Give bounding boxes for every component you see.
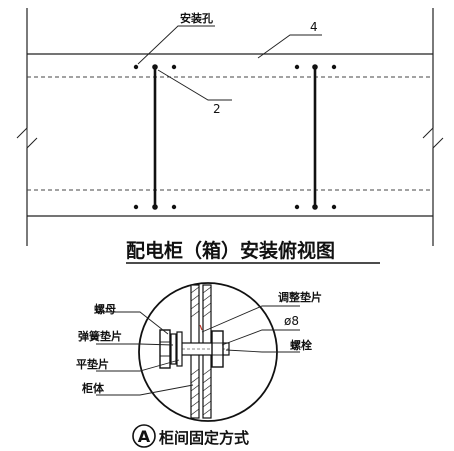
top-view-title: 配电柜（箱）安装俯视图 <box>126 239 335 262</box>
circle-a-marker <box>132 424 156 448</box>
detail-title: 柜间固定方式 <box>158 429 249 447</box>
mount-hole <box>133 64 139 70</box>
label-part-2: 2 <box>213 102 221 116</box>
label-nut: 螺母 <box>94 302 116 316</box>
left-break-symbol <box>16 126 38 150</box>
leader-nut <box>98 311 169 335</box>
shim-mark <box>199 324 203 331</box>
label-flat-washer: 平垫片 <box>76 357 109 371</box>
leader-flat-washer <box>96 359 180 372</box>
mount-hole <box>331 204 337 210</box>
detail-view: 螺母 弹簧垫片 平垫片 柜体 调整垫片 ø8 螺栓 A 柜间固定方式 <box>76 282 322 448</box>
label-spring-washer: 弹簧垫片 <box>78 329 122 343</box>
spring-washer <box>170 333 177 365</box>
label-cabinet: 柜体 <box>81 381 105 395</box>
label-adjust-shim: 调整垫片 <box>278 290 322 304</box>
wall-hatching <box>190 286 212 416</box>
circle-a-letter: A <box>138 427 151 446</box>
label-part-4: 4 <box>310 20 318 34</box>
nut <box>159 329 171 369</box>
flat-washer <box>176 331 183 367</box>
mount-hole <box>171 64 177 70</box>
leader-spring-washer <box>96 343 174 346</box>
mount-hole <box>152 204 158 210</box>
mount-hole <box>312 204 318 210</box>
label-bolt: 螺栓 <box>290 338 312 352</box>
leader-2 <box>157 69 232 101</box>
bolt-head <box>211 330 224 368</box>
leader-bolt <box>225 349 300 353</box>
mount-hole <box>152 64 158 70</box>
mount-hole <box>331 64 337 70</box>
mount-hole <box>294 204 300 210</box>
leader-mount-hole <box>137 25 215 65</box>
leader-phi8 <box>221 329 300 346</box>
mount-hole <box>171 204 177 210</box>
mount-hole <box>312 64 318 70</box>
leader-cabinet <box>96 384 194 396</box>
mount-hole <box>133 204 139 210</box>
mount-hole <box>294 64 300 70</box>
label-phi8: ø8 <box>284 314 299 328</box>
right-break-symbol <box>422 126 444 150</box>
leader-adjust-shim <box>201 305 300 333</box>
label-mount-hole: 安装孔 <box>180 11 213 25</box>
top-view: 安装孔 4 2 配电柜（箱）安装俯视图 <box>16 8 444 264</box>
leader-4 <box>257 34 322 59</box>
